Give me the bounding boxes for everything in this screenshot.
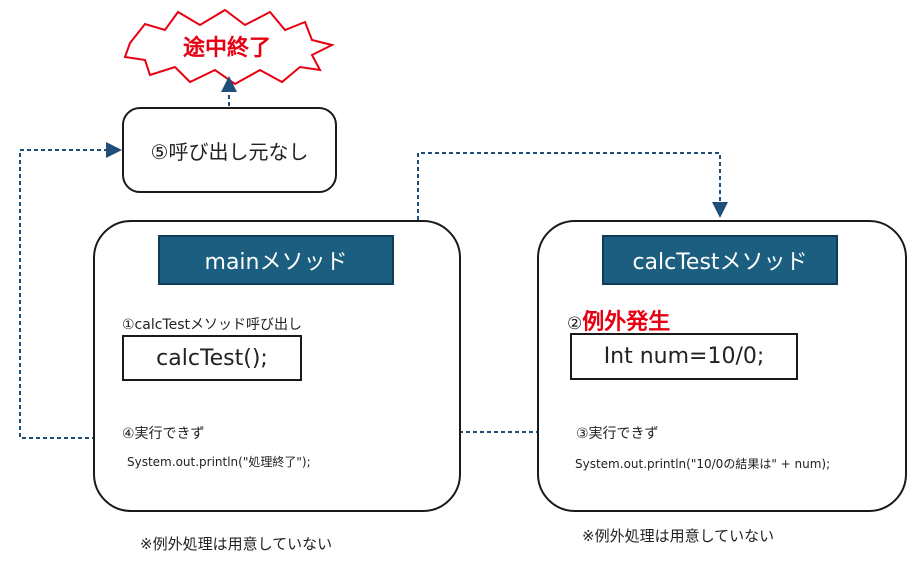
error-code-text: Int num=10/0; [603,344,765,369]
calc-note: ※例外処理は用意していない [582,527,775,545]
main-method-title: mainメソッド [158,235,394,285]
calc-print-code: System.out.println("10/0の結果は" + num); [575,457,831,471]
main-print-code: System.out.println("処理終了"); [127,455,311,469]
exception-label: 例外発生 [582,310,671,335]
calctest-method-title: calcTestメソッド [602,235,838,285]
main-note: ※例外処理は用意していない [140,535,333,553]
step2-prefix: ② [567,314,583,334]
main-method-title-text: mainメソッド [204,250,348,275]
caller-box: ⑤呼び出し元なし [122,107,337,193]
arrow-main-to-caller [19,142,122,439]
terminate-burst [123,8,335,86]
caller-box-label: ⑤呼び出し元なし [150,139,309,164]
calctest-method-title-text: calcTestメソッド [632,250,808,275]
step3-label: ③実行できず [576,426,659,442]
error-code-box: Int num=10/0; [570,333,798,380]
call-code-box: calcTest(); [122,335,302,381]
step2-label: ②例外発生 [567,304,670,336]
step1-label: ①calcTestメソッド呼び出し [122,317,302,333]
terminate-label: 途中終了 [183,36,272,61]
step4-label: ④実行できず [122,426,205,442]
call-code-text: calcTest(); [156,345,268,371]
